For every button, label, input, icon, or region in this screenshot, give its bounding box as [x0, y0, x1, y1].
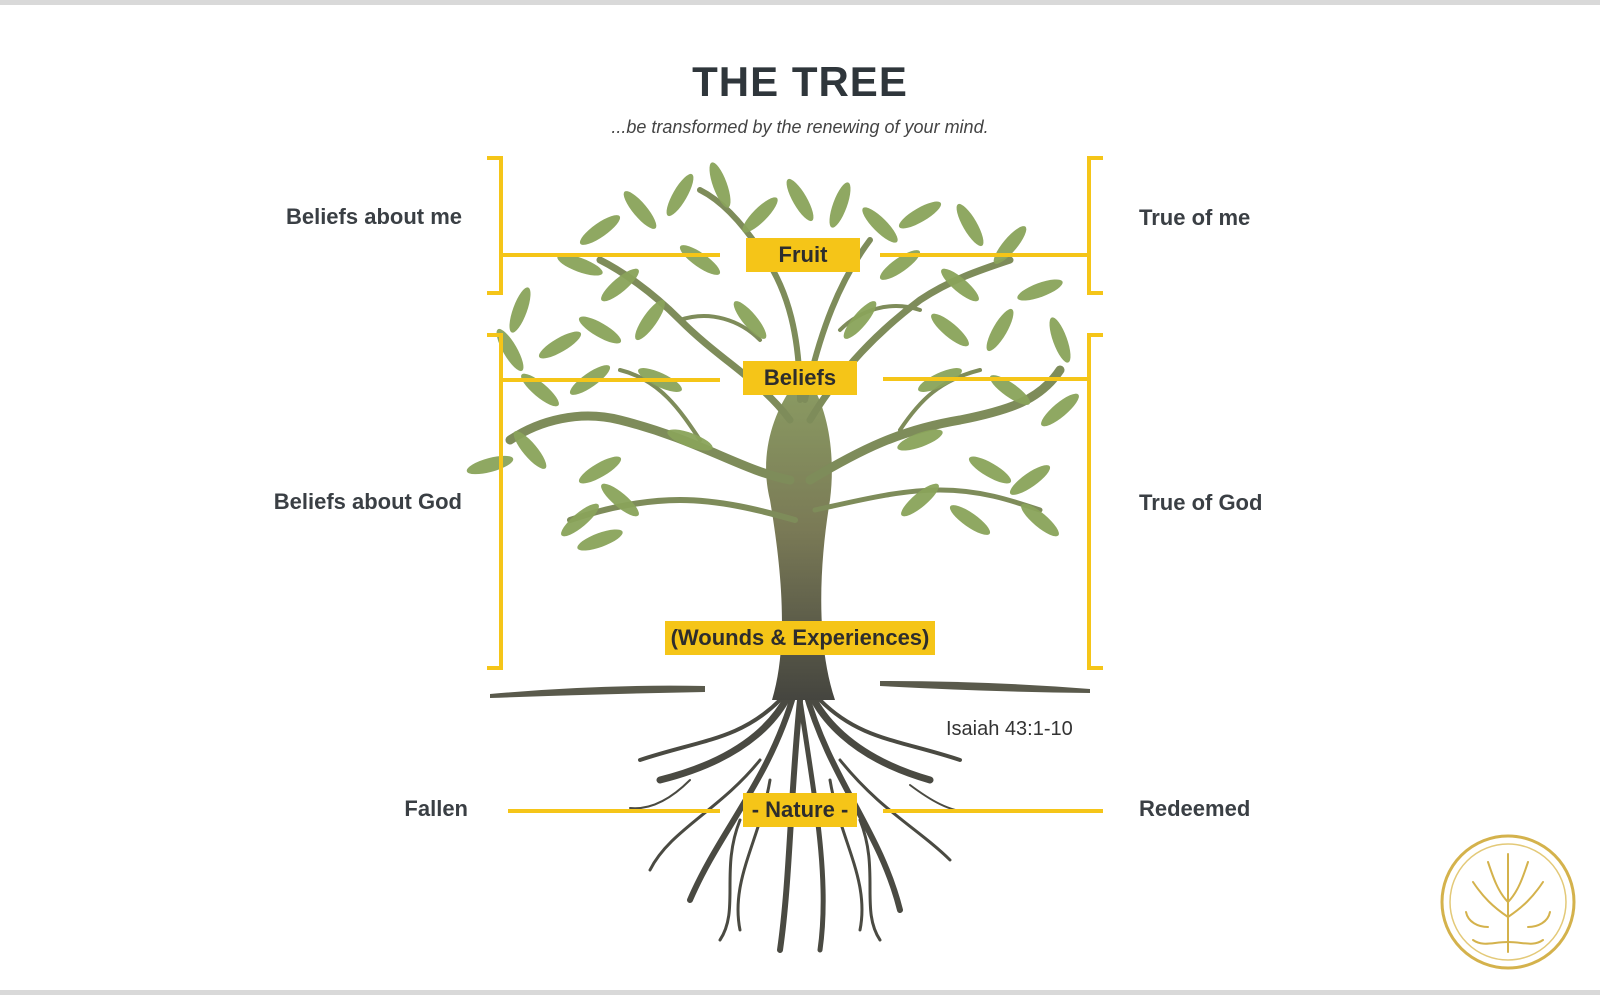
tree-of-life-logo [1440, 834, 1576, 970]
label-redeemed: Redeemed [1139, 796, 1251, 821]
label-beliefs-about-god: Beliefs about God [273, 489, 462, 514]
left-bracket-top [487, 156, 503, 295]
bracket-lines [487, 156, 1103, 813]
tree-leaves [466, 162, 1079, 551]
label-true-of-god: True of God [1139, 490, 1263, 515]
page-title: THE TREE [692, 58, 908, 105]
label-fallen: Fallen [404, 796, 468, 821]
label-beliefs-about-me: Beliefs about me [285, 204, 462, 229]
ground-lines [490, 681, 1090, 698]
left-bracket-bottom [487, 333, 503, 670]
tag-beliefs: Beliefs [743, 361, 857, 395]
tag-wounds-experiences: (Wounds & Experiences) [665, 621, 935, 655]
bottom-border [0, 990, 1600, 995]
tag-fruit: Fruit [746, 238, 860, 272]
right-bracket-bottom [1087, 333, 1103, 670]
scripture-reference: Isaiah 43:1-10 [946, 718, 1073, 740]
right-bracket-top [1087, 156, 1103, 295]
page-subtitle: ...be transformed by the renewing of you… [611, 117, 989, 137]
tag-nature: - Nature - [743, 793, 857, 827]
label-true-of-me: True of me [1139, 205, 1251, 230]
top-border [0, 0, 1600, 5]
